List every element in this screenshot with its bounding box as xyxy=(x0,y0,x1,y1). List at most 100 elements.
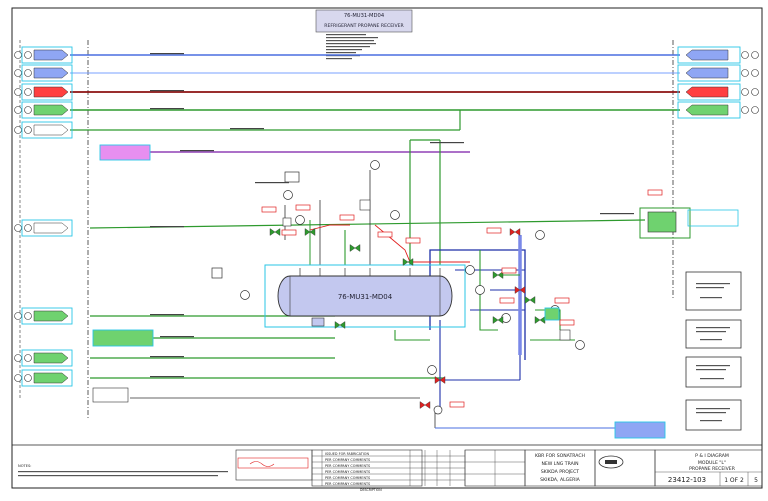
offpage-connector-icon xyxy=(33,49,69,61)
right-offpage-connectors xyxy=(677,46,759,119)
valve-icon[interactable] xyxy=(514,286,526,294)
title-block xyxy=(12,444,763,487)
vessel-label: 76-MU31-MD04 xyxy=(338,293,393,301)
instrument-bubble-icon xyxy=(751,69,759,77)
offpage-connector-icon xyxy=(33,86,69,98)
bottom-right-offpage xyxy=(614,421,666,439)
offpage-connector-left-4[interactable] xyxy=(14,101,73,119)
instrument-bubble-icon[interactable] xyxy=(465,265,475,275)
offpage-connector-right-4[interactable] xyxy=(677,101,759,119)
instrument-bubble-icon xyxy=(741,51,749,59)
offpage-connector-icon xyxy=(33,222,69,234)
rev-desc-3: PER COMPANY COMMENTS xyxy=(325,464,370,468)
instrument-bubble-icon[interactable] xyxy=(475,285,485,295)
instrument-bubble-icon xyxy=(14,69,22,77)
valve-icon[interactable] xyxy=(349,244,361,252)
rev-desc-4: PER COMPANY COMMENTS xyxy=(325,470,370,474)
approval-stamp xyxy=(237,457,309,469)
equipment-name-top: REFRIGERANT PROPANE RECEIVER xyxy=(324,23,404,29)
offpage-connector-left-2[interactable] xyxy=(14,64,73,82)
diagram-title-1: P & I DIAGRAM xyxy=(695,453,729,459)
offpage-connector-icon xyxy=(33,372,69,384)
offpage-connector-left-5[interactable] xyxy=(14,121,73,139)
red-tag-flag xyxy=(486,227,502,234)
instrument-bubble-icon xyxy=(741,88,749,96)
instrument-bubble-icon xyxy=(24,374,32,382)
diagram-title-2: MODULE "L" xyxy=(698,460,726,466)
offpage-connector-left-9[interactable] xyxy=(14,369,73,387)
red-tag-flag xyxy=(647,189,663,196)
instrument-bubble-icon xyxy=(24,354,32,362)
instrument-bubble-icon xyxy=(24,51,32,59)
rev-desc-6: PER COMPANY COMMENTS xyxy=(325,482,370,486)
offpage-connector-left-7[interactable] xyxy=(14,307,73,325)
red-tag-flag xyxy=(559,319,575,326)
offpage-connector-right-3[interactable] xyxy=(677,83,759,101)
instrument-bubble-icon xyxy=(24,88,32,96)
approval-signature xyxy=(249,461,275,467)
offpage-connector-left-6[interactable] xyxy=(14,219,73,237)
instrument-bubble-icon xyxy=(24,126,32,134)
junction-box-references xyxy=(685,271,742,431)
analyzer-box xyxy=(211,267,223,279)
valve-icon[interactable] xyxy=(419,401,431,409)
left-offpage-connectors xyxy=(14,46,73,387)
instrument-bubble-icon xyxy=(14,88,22,96)
instrument-bubble-icon[interactable] xyxy=(427,365,437,375)
red-tag-flag xyxy=(501,267,517,274)
vessel-boot xyxy=(311,317,325,327)
offpage-connector-icon xyxy=(685,104,729,116)
red-tag-flag xyxy=(554,297,570,304)
instrument-bubble-icon xyxy=(14,106,22,114)
instrument-bubble-icon xyxy=(24,106,32,114)
instrument-bubble-icon[interactable] xyxy=(295,215,305,225)
instrument-bubble-icon[interactable] xyxy=(535,230,545,240)
equipment-title-box xyxy=(315,9,413,33)
valve-icon[interactable] xyxy=(492,271,504,279)
offpage-connector-right-2[interactable] xyxy=(677,64,759,82)
sheet-number: 1 OF 2 xyxy=(724,477,744,484)
project-line-4: SKIKDA, ALGERIA xyxy=(540,477,581,483)
instrument-bubble-icon[interactable] xyxy=(240,290,250,300)
instrument-bubble-icon xyxy=(14,374,22,382)
pump-icon[interactable] xyxy=(433,405,443,415)
offpage-connector-icon xyxy=(33,124,69,136)
instrument-bubble-icon xyxy=(14,224,22,232)
rev-desc-header: DESCRIPTION xyxy=(360,488,382,492)
valve-icon[interactable] xyxy=(509,228,521,236)
offpage-connector-right-1[interactable] xyxy=(677,46,759,64)
sheet-border xyxy=(11,7,763,489)
red-tag-flag xyxy=(377,231,393,238)
project-line-2: NEW LNG TRAIN xyxy=(541,461,578,467)
valve-icon[interactable] xyxy=(304,228,316,236)
instrument-bubble-icon[interactable] xyxy=(575,340,585,350)
offpage-connector-icon xyxy=(33,104,69,116)
instrument-bubble-icon xyxy=(751,51,759,59)
vessel-nozzles xyxy=(299,268,441,276)
valve-icon[interactable] xyxy=(534,316,546,324)
valve-icon[interactable] xyxy=(269,228,281,236)
instrument-bubble-icon[interactable] xyxy=(390,210,400,220)
instrument-bubble-icon[interactable] xyxy=(370,160,380,170)
receiver-vessel[interactable] xyxy=(277,275,453,317)
offpage-connector-left-1[interactable] xyxy=(14,46,73,64)
offpage-connector-icon xyxy=(685,86,729,98)
notes-heading: NOTES: xyxy=(18,464,31,468)
red-tag-flag xyxy=(339,214,355,221)
purple-offpage-tag xyxy=(99,144,151,161)
notes-lines xyxy=(18,471,228,477)
valve-icon[interactable] xyxy=(492,316,504,324)
red-tag-flag xyxy=(405,237,421,244)
red-tag-flag xyxy=(261,206,277,213)
valve-icon[interactable] xyxy=(524,296,536,304)
valve-icon[interactable] xyxy=(434,376,446,384)
offpage-connector-left-8[interactable] xyxy=(14,349,73,367)
instrument-set xyxy=(150,53,634,415)
valve-icon[interactable] xyxy=(334,321,346,329)
valve-icon[interactable] xyxy=(402,258,414,266)
offpage-connector-icon xyxy=(33,310,69,322)
offpage-connector-left-3[interactable] xyxy=(14,83,73,101)
rev-desc-1: ISSUED FOR FABRICATION xyxy=(325,452,369,456)
instrument-bubble-icon[interactable] xyxy=(283,190,293,200)
